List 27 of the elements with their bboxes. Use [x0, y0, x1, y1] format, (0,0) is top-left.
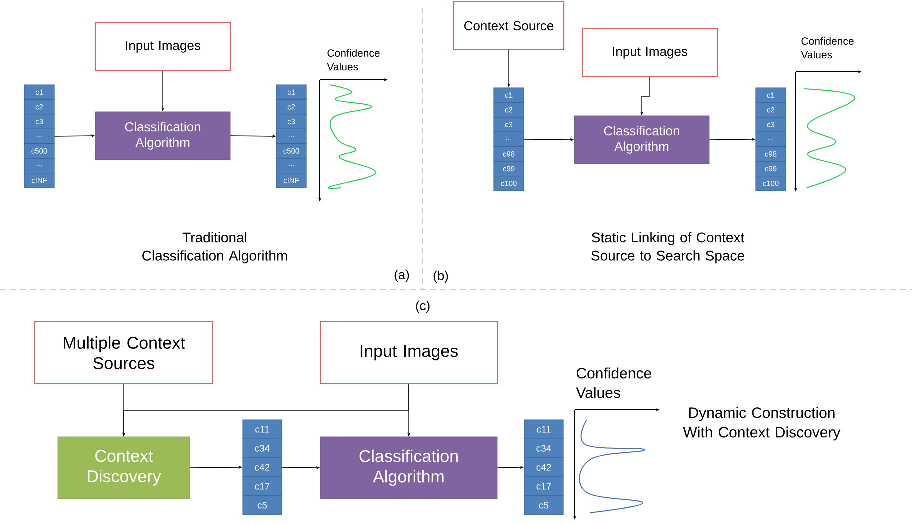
axis-label: Confidence Values: [576, 368, 652, 398]
caption: Traditional Classification Algorithm: [142, 232, 288, 264]
input-box: Input Images: [320, 322, 498, 384]
process-box: Classification Algorithm: [574, 116, 710, 164]
list-cell: c42: [242, 458, 282, 478]
list-cell: c42: [524, 458, 564, 478]
panel-label: (b): [434, 270, 448, 284]
process-box: Classification Algorithm: [95, 112, 231, 160]
input-box: Context Source: [454, 2, 564, 50]
list-cell: c11: [242, 420, 282, 440]
axis-label: Confidence Values: [801, 37, 854, 59]
input-box: Input Images: [95, 22, 231, 72]
list-cell: c34: [242, 438, 282, 458]
input-box: Input Images: [582, 28, 718, 78]
panel-label: (a): [394, 270, 410, 282]
process-box: Classification Algorithm: [320, 436, 498, 500]
list-cell: c17: [242, 476, 282, 496]
list-cell: c17: [524, 476, 564, 496]
list-cell: c5: [524, 496, 564, 516]
caption: Static Linking of Context Source to Search Space: [592, 232, 745, 264]
process-box: Context Discovery: [58, 436, 190, 500]
axis-label: Confidence Values: [327, 49, 380, 71]
list-cell: c11: [524, 420, 564, 440]
list-cell: c34: [524, 438, 564, 458]
input-box: Multiple Context Sources: [34, 322, 214, 384]
list-cell: c5: [242, 496, 282, 516]
caption: Dynamic Construction With Context Discovery: [683, 407, 841, 441]
